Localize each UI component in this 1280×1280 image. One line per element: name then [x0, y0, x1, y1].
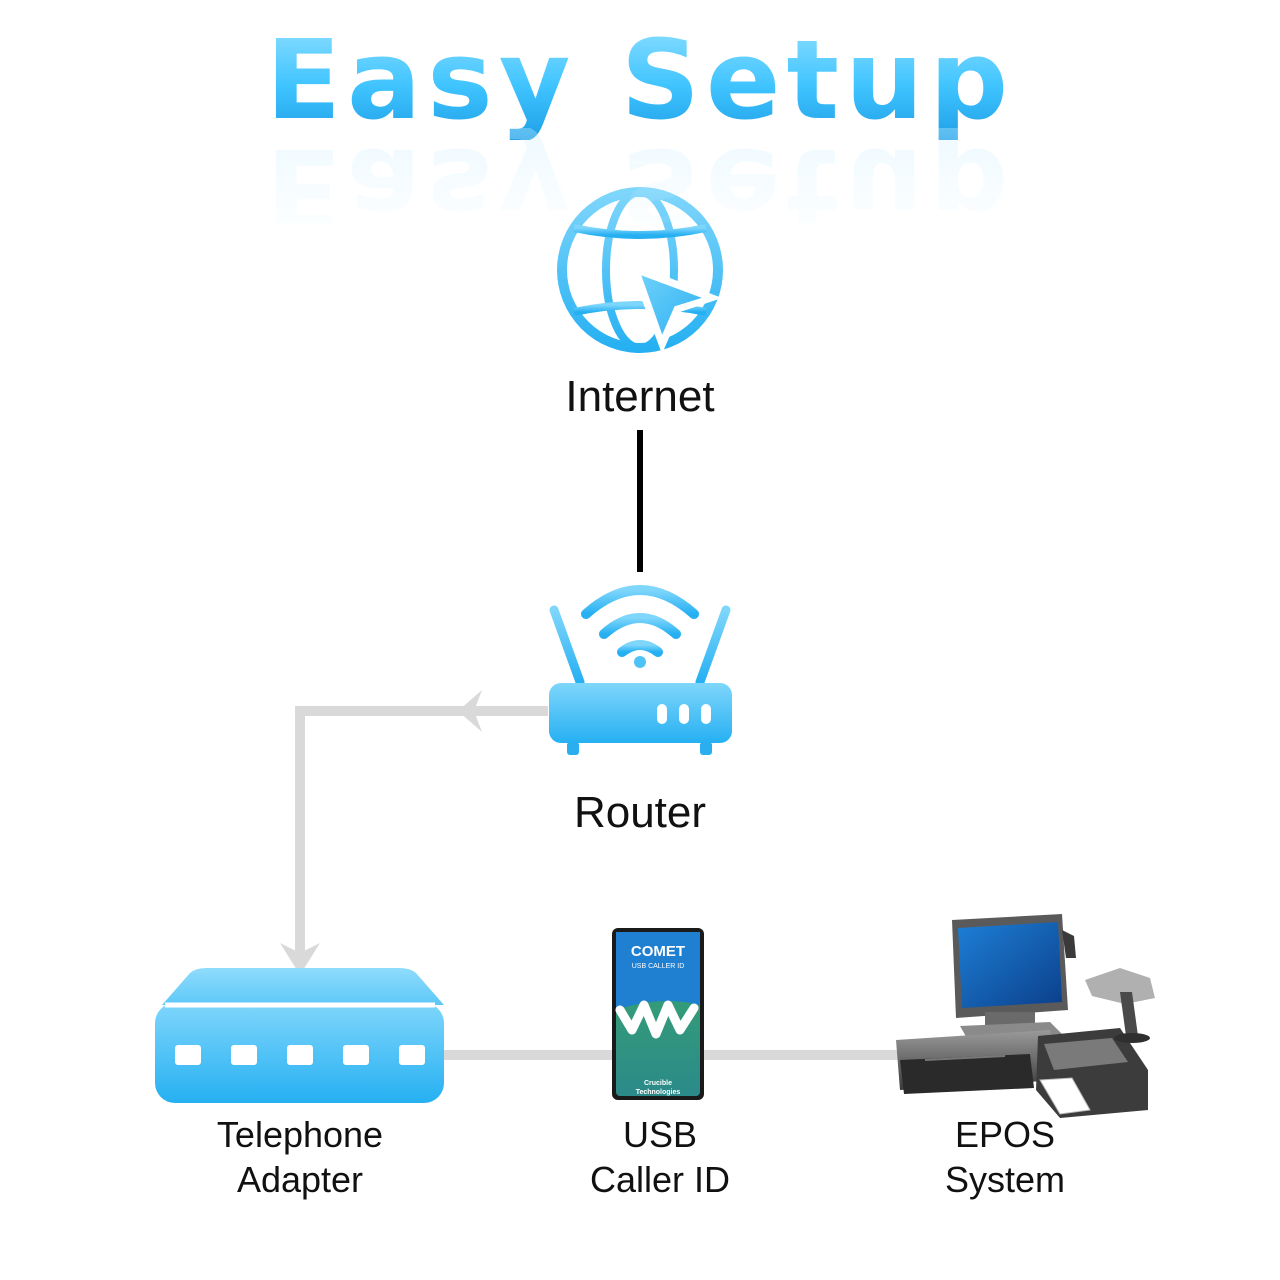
globe-cursor-icon: [557, 187, 723, 354]
connector-router-adapter: [295, 706, 548, 960]
epos-system-label-line1: EPOS: [954, 1114, 1056, 1155]
connector-arrow-left: [458, 690, 482, 732]
wifi-router-icon: [549, 585, 732, 755]
usb-caller-id-label-line2: Caller ID: [589, 1159, 731, 1200]
internet-label-text: Internet: [565, 372, 715, 421]
device-sub-text: USB CALLER ID: [632, 963, 685, 970]
internet-label: Internet: [540, 372, 740, 422]
usb-caller-id-label: USB Caller ID: [560, 1112, 760, 1202]
page-title: Easy Setup: [265, 16, 1015, 144]
device-brand-text: COMET: [631, 943, 685, 960]
telephone-adapter-label-line1: Telephone: [216, 1114, 384, 1155]
device-maker-line1: Crucible: [644, 1080, 672, 1087]
connector-arrow-down: [280, 943, 320, 975]
pos-terminal-icon: [896, 914, 1155, 1118]
router-label: Router: [540, 788, 740, 838]
title-reflection-text: Easy Setup: [265, 128, 1015, 223]
telephone-adapter-label: Telephone Adapter: [180, 1112, 420, 1202]
telephone-adapter-label-line2: Adapter: [236, 1159, 364, 1200]
usb-caller-id-device: COMET USB CALLER ID Crucible Technologie…: [612, 928, 704, 1100]
title-block: Easy Setup: [0, 20, 1280, 140]
network-adapter-icon: [155, 968, 444, 1103]
epos-system-label-line2: System: [944, 1159, 1066, 1200]
title-reflection: Easy Setup: [0, 128, 1280, 223]
epos-system-label: EPOS System: [905, 1112, 1105, 1202]
usb-caller-id-label-line1: USB: [622, 1114, 698, 1155]
router-label-text: Router: [573, 788, 707, 837]
device-maker-line2: Technologies: [636, 1089, 681, 1096]
